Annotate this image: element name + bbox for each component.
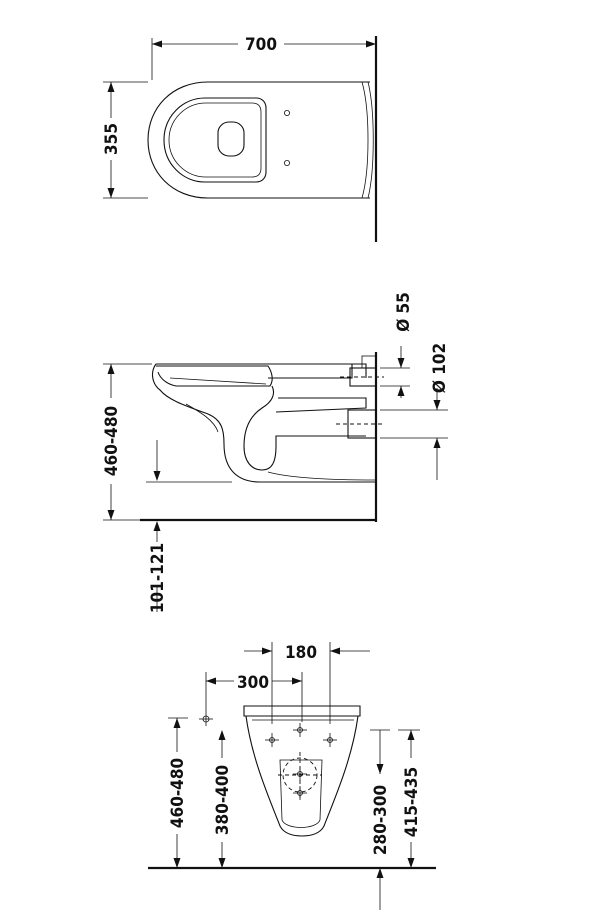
- side-bowl-outer: [151, 363, 376, 483]
- arrow-icon: [173, 858, 181, 868]
- top-mount-plate-edge: [367, 81, 374, 199]
- arrow-icon: [173, 718, 181, 728]
- arrow-icon: [292, 677, 302, 685]
- mount-marker-icon: [293, 723, 307, 737]
- side-bowl-inner-line: [185, 403, 219, 433]
- front-bowl-outline: [243, 705, 361, 837]
- arrow-icon: [153, 471, 161, 481]
- dim-label-460-480-front: 460-480: [168, 758, 188, 828]
- dim-label-101-121: 101-121: [148, 543, 168, 613]
- side-seat-inner: [169, 377, 267, 385]
- mount-marker-icon: [323, 733, 337, 747]
- side-seat: [156, 365, 273, 387]
- dim-label-415-435: 415-435: [402, 767, 422, 837]
- mount-marker-icon: [293, 767, 307, 781]
- arrow-icon: [107, 82, 115, 92]
- dim-label-380-400: 380-400: [213, 765, 233, 835]
- top-seat-outline: [163, 97, 267, 183]
- dim-label-300: 300: [237, 673, 269, 693]
- front-bowl-inner: [279, 759, 323, 828]
- arrow-icon: [218, 730, 226, 740]
- arrow-icon: [153, 521, 161, 531]
- flush-position-marker-icon: [199, 712, 213, 726]
- mount-hole-icon: [283, 110, 290, 117]
- arrow-icon: [218, 858, 226, 868]
- arrow-icon: [397, 358, 405, 368]
- mount-hole-icon: [283, 159, 290, 166]
- arrow-icon: [397, 386, 405, 396]
- mount-marker-icon: [293, 786, 307, 800]
- outlet-pipe-stub: [347, 409, 377, 439]
- side-inlet: [268, 364, 353, 379]
- arrow-icon: [433, 400, 441, 410]
- arrow-icon: [107, 364, 115, 374]
- dim-label-diameter-102: Ø 102: [430, 343, 450, 393]
- arrow-icon: [107, 188, 115, 198]
- side-trap-inner: [243, 385, 366, 471]
- arrow-icon: [376, 764, 384, 774]
- top-bowl-outline: [147, 81, 370, 199]
- dim-label-280-300: 280-300: [371, 785, 391, 855]
- dim-label-460-480-side: 460-480: [102, 406, 122, 476]
- arrow-icon: [407, 858, 415, 868]
- top-drain-opening: [217, 121, 245, 157]
- arrow-icon: [152, 40, 162, 48]
- front-view: 180 300 460-480 380-400 280-300: [148, 642, 436, 910]
- dim-label-180: 180: [285, 643, 317, 663]
- top-seat-inner: [168, 102, 262, 178]
- dim-label-700: 700: [245, 35, 277, 55]
- arrow-icon: [366, 40, 376, 48]
- top-view: 700 355: [102, 35, 378, 242]
- side-base-inner: [267, 471, 377, 481]
- arrow-icon: [330, 647, 340, 655]
- arrow-icon: [107, 510, 115, 520]
- mount-marker-icon: [265, 733, 279, 747]
- arrow-icon: [376, 868, 384, 878]
- dim-label-355: 355: [102, 123, 122, 155]
- side-view: 460-480 101-121 Ø 55 Ø 102: [102, 292, 450, 613]
- arrow-icon: [407, 730, 415, 740]
- top-mount-plate: [361, 81, 369, 199]
- dim-label-diameter-55: Ø 55: [394, 292, 414, 332]
- side-outlet-top: [275, 397, 367, 413]
- arrow-icon: [206, 677, 216, 685]
- arrow-icon: [262, 647, 272, 655]
- inlet-flange: [361, 355, 377, 369]
- arrow-icon: [433, 438, 441, 448]
